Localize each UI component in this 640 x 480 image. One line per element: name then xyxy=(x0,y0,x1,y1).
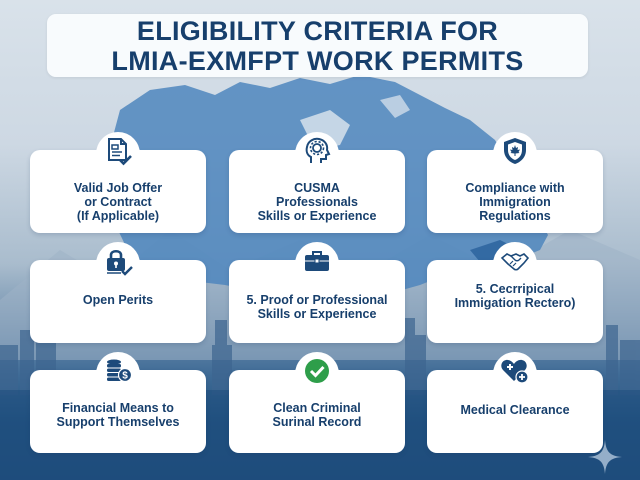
card-text-line: Immigation Rectero) xyxy=(454,296,576,310)
card-text-line: or Contract xyxy=(84,195,152,209)
svg-text:$: $ xyxy=(122,371,128,382)
card-text-line: 5. Cecrripical xyxy=(475,282,555,296)
card-text-line: Compliance with xyxy=(465,181,565,195)
coins-dollar-icon: $ xyxy=(107,359,133,383)
card-text-line: Support Themselves xyxy=(56,415,180,429)
card-clean-criminal-record: Clean Criminal Surinal Record xyxy=(229,352,405,453)
padlock-check-icon xyxy=(107,249,133,276)
card-text-line: 5. Proof or Professional xyxy=(246,293,388,307)
card-text-line: Skills or Experience xyxy=(257,307,377,321)
sparkle-icon xyxy=(588,440,622,474)
card-text-line: Clean Criminal xyxy=(273,401,361,415)
card-medical-clearance: Medical Clearance xyxy=(427,352,603,453)
card-text-line: (If Applicable) xyxy=(76,209,160,223)
green-check-icon xyxy=(305,359,329,383)
card-text-line: Open Perits xyxy=(82,293,154,307)
head-gear-icon xyxy=(305,137,331,163)
card-text-line: Skills or Experience xyxy=(257,209,377,223)
card-financial-means: $ Financial Means to Support Themselves xyxy=(30,352,206,453)
card-proof-professional-skills: 5. Proof or Professional Skills or Exper… xyxy=(229,242,405,343)
heart-plus-icon xyxy=(501,359,529,384)
card-reciprocal-immigration: 5. Cecrripical Immigation Rectero) xyxy=(427,242,603,343)
handshake-icon xyxy=(500,253,530,271)
card-text-line: Medical Clearance xyxy=(460,403,570,417)
card-text-line: Surinal Record xyxy=(272,415,362,429)
card-text-line: CUSMA xyxy=(294,181,340,195)
card-text-line: Valid Job Offer xyxy=(73,181,163,195)
title-banner: ELIGIBILITY CRITERIA FOR LMIA-EXMFPT WOR… xyxy=(47,14,588,77)
card-cusma-professionals: CUSMA Professionals Skills or Experience xyxy=(229,132,405,233)
card-text-line: Regulations xyxy=(479,209,551,223)
maple-leaf-shield-icon xyxy=(504,138,526,164)
card-text-line: Professionals xyxy=(276,195,358,209)
briefcase-icon xyxy=(305,251,329,271)
card-compliance-immigration: Compliance with Immigration Regulations xyxy=(427,132,603,233)
document-check-icon xyxy=(108,138,132,166)
card-text-line: Immigration xyxy=(479,195,551,209)
title-line-2: LMIA-EXMFPT WORK PERMITS xyxy=(111,45,524,76)
title-line-1: ELIGIBILITY CRITERIA FOR xyxy=(136,15,499,46)
card-open-permits: Open Perits xyxy=(30,242,206,343)
card-text-line: Financial Means to xyxy=(62,401,174,415)
card-valid-job-offer: Valid Job Offer or Contract (If Applicab… xyxy=(30,132,206,233)
